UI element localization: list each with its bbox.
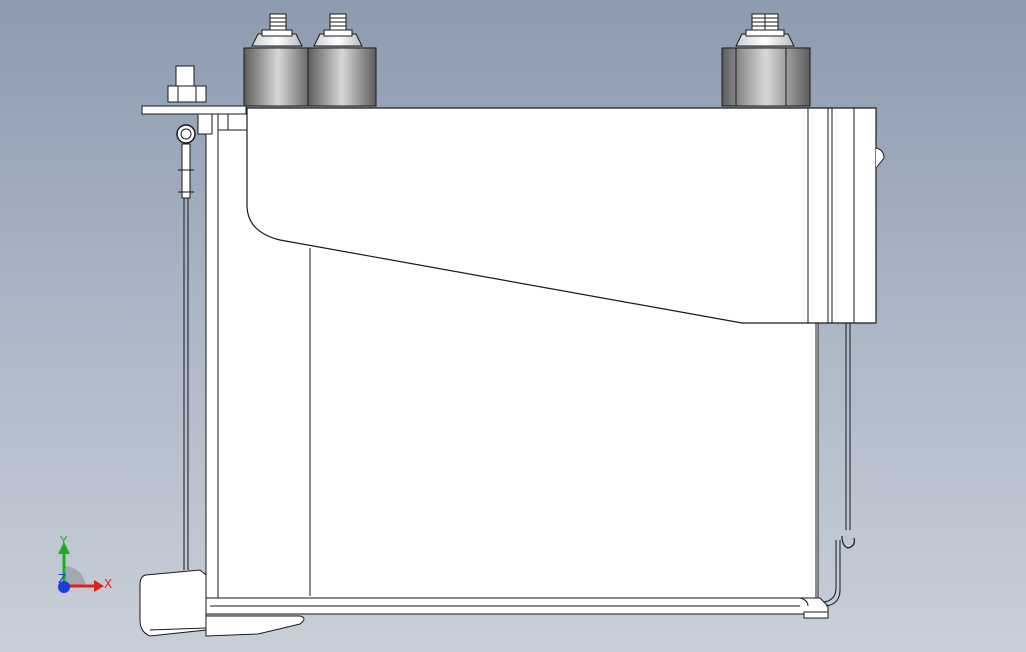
terminal-left-a [243, 13, 313, 107]
z-axis-dot [58, 581, 70, 593]
coordinate-triad: Y X Z [58, 534, 112, 593]
housing [139, 107, 885, 637]
z-axis-label: Z [58, 572, 66, 586]
terminal-right [721, 13, 811, 107]
terminal-left-b [307, 13, 377, 107]
x-axis-label: X [104, 577, 112, 591]
left-bracket [141, 65, 247, 570]
y-axis-label: Y [59, 534, 68, 548]
right-wire [815, 323, 855, 607]
